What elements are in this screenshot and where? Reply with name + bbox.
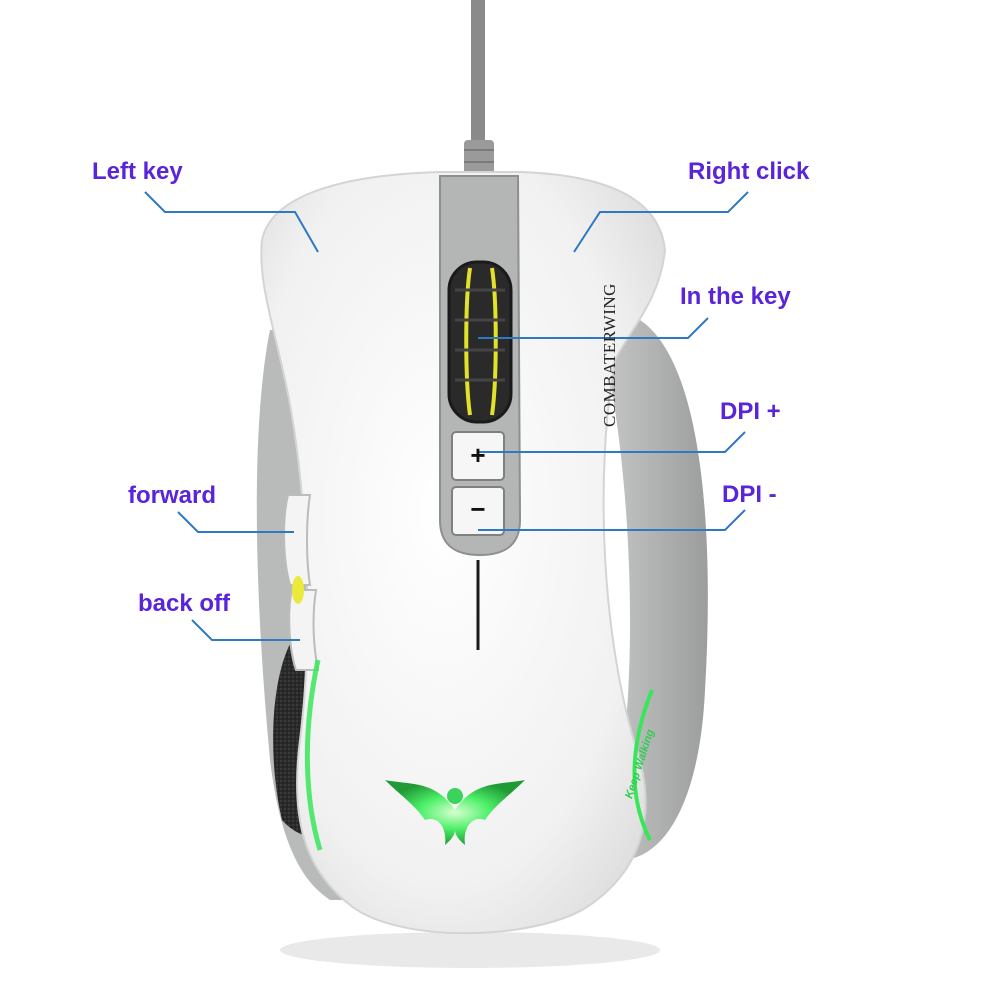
dpi-minus-button: [451, 486, 505, 536]
callout-leader-lines: [144, 191, 749, 641]
dpi-plus-button: [451, 431, 505, 481]
back-side-button: [288, 589, 320, 671]
label-dpi-plus: DPI +: [720, 398, 781, 425]
label-dpi-minus: DPI -: [722, 481, 777, 508]
label-back-off: back off: [138, 590, 231, 617]
brand-wordmark: COMBATERWING: [600, 283, 619, 427]
forward-side-button: [283, 494, 312, 586]
label-forward: forward: [128, 482, 217, 509]
label-in-the-key: In the key: [680, 283, 791, 310]
drop-shadow: [280, 932, 660, 968]
scroll-wheel: [447, 260, 513, 424]
label-left-key: Left key: [92, 158, 183, 185]
dpi-minus-symbol: −: [470, 494, 486, 524]
wing-logo-icon: [385, 780, 525, 845]
right-led-strip: [632, 689, 654, 841]
label-right-click: Right click: [688, 158, 810, 185]
dpi-plus-symbol: +: [470, 440, 486, 470]
side-led-yellow: [292, 576, 304, 604]
side-led-green-strip: [304, 659, 323, 851]
